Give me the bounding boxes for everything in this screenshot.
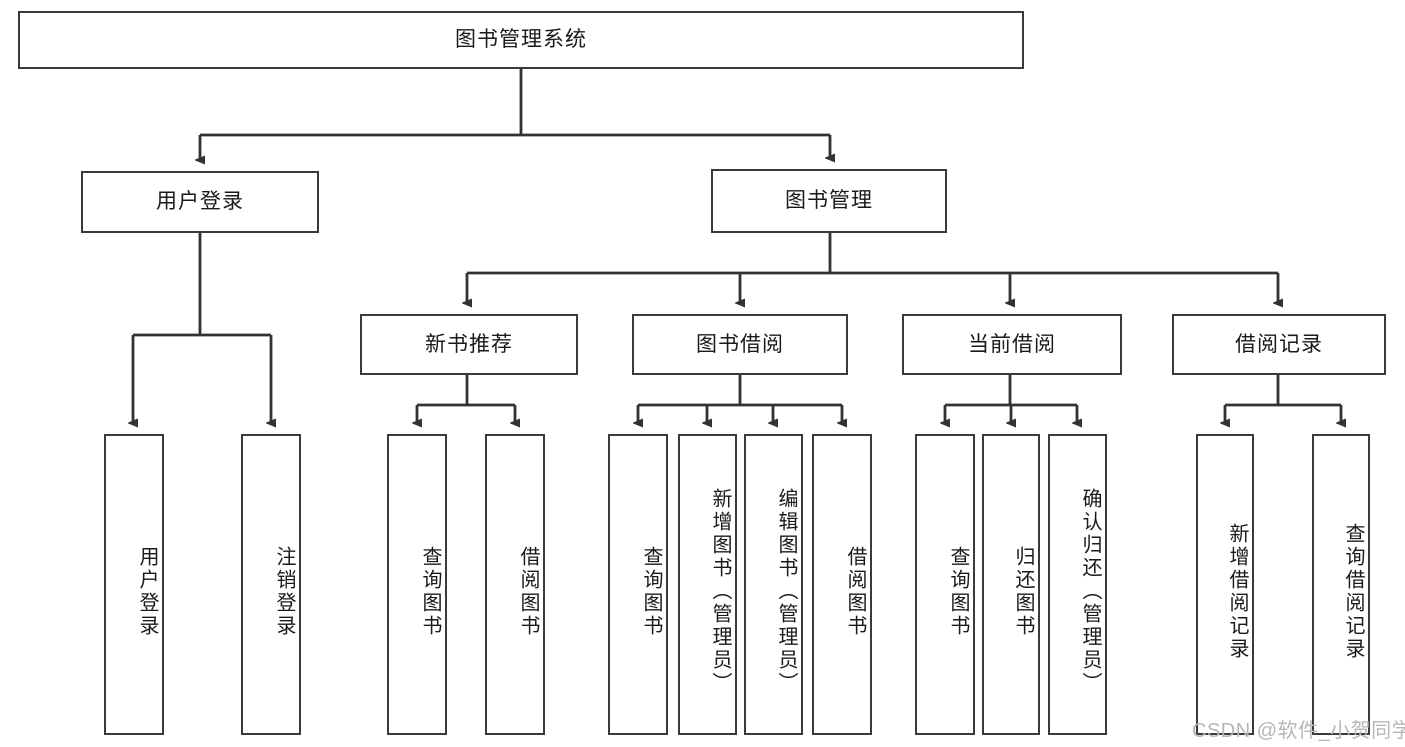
node-book-borrow[interactable]: 图书借阅 <box>632 314 848 375</box>
node-leaf-add-book[interactable]: 新增图书（管理员） <box>678 434 737 735</box>
node-leaf-add-book-label: 新增图书（管理员） <box>709 488 731 695</box>
node-leaf-query-record-label: 查询借阅记录 <box>1342 522 1364 661</box>
node-leaf-add-record-label: 新增借阅记录 <box>1226 522 1248 661</box>
node-leaf-query-book-3[interactable]: 查询图书 <box>915 434 975 735</box>
node-user-login[interactable]: 用户登录 <box>81 171 319 233</box>
node-current-borrow-label: 当前借阅 <box>968 332 1056 356</box>
node-leaf-confirm-return[interactable]: 确认归还（管理员） <box>1048 434 1107 735</box>
node-leaf-query-book-1-label: 查询图书 <box>419 545 441 638</box>
node-leaf-edit-book-label: 编辑图书（管理员） <box>775 488 797 695</box>
node-leaf-return-book-label: 归还图书 <box>1012 545 1034 638</box>
node-leaf-query-book-1[interactable]: 查询图书 <box>387 434 447 735</box>
csdn-watermark: CSDN @软件_小贺同学 <box>1192 720 1405 742</box>
node-book-management-label: 图书管理 <box>785 189 873 213</box>
node-root[interactable]: 图书管理系统 <box>18 11 1024 69</box>
node-leaf-return-book[interactable]: 归还图书 <box>982 434 1040 735</box>
node-borrow-record[interactable]: 借阅记录 <box>1172 314 1386 375</box>
node-current-borrow[interactable]: 当前借阅 <box>902 314 1122 375</box>
node-leaf-query-book-3-label: 查询图书 <box>947 545 969 638</box>
node-leaf-user-login[interactable]: 用户登录 <box>104 434 164 735</box>
node-book-management[interactable]: 图书管理 <box>711 169 947 233</box>
node-borrow-record-label: 借阅记录 <box>1235 332 1323 356</box>
node-leaf-borrow-book-2-label: 借阅图书 <box>844 545 866 638</box>
node-leaf-confirm-return-label: 确认归还（管理员） <box>1079 488 1101 695</box>
node-leaf-query-record[interactable]: 查询借阅记录 <box>1312 434 1370 735</box>
node-root-label: 图书管理系统 <box>455 28 587 52</box>
node-new-book-recommend[interactable]: 新书推荐 <box>360 314 578 375</box>
node-book-borrow-label: 图书借阅 <box>696 332 784 356</box>
node-leaf-logout-label: 注销登录 <box>273 545 295 638</box>
node-leaf-borrow-book-1[interactable]: 借阅图书 <box>485 434 545 735</box>
node-leaf-user-login-label: 用户登录 <box>136 545 158 638</box>
node-leaf-borrow-book-2[interactable]: 借阅图书 <box>812 434 872 735</box>
node-leaf-logout[interactable]: 注销登录 <box>241 434 301 735</box>
node-leaf-query-book-2[interactable]: 查询图书 <box>608 434 668 735</box>
node-leaf-add-record[interactable]: 新增借阅记录 <box>1196 434 1254 735</box>
node-user-login-label: 用户登录 <box>156 190 244 214</box>
node-leaf-query-book-2-label: 查询图书 <box>640 545 662 638</box>
node-new-book-recommend-label: 新书推荐 <box>425 332 513 356</box>
node-leaf-edit-book[interactable]: 编辑图书（管理员） <box>744 434 803 735</box>
node-leaf-borrow-book-1-label: 借阅图书 <box>517 545 539 638</box>
